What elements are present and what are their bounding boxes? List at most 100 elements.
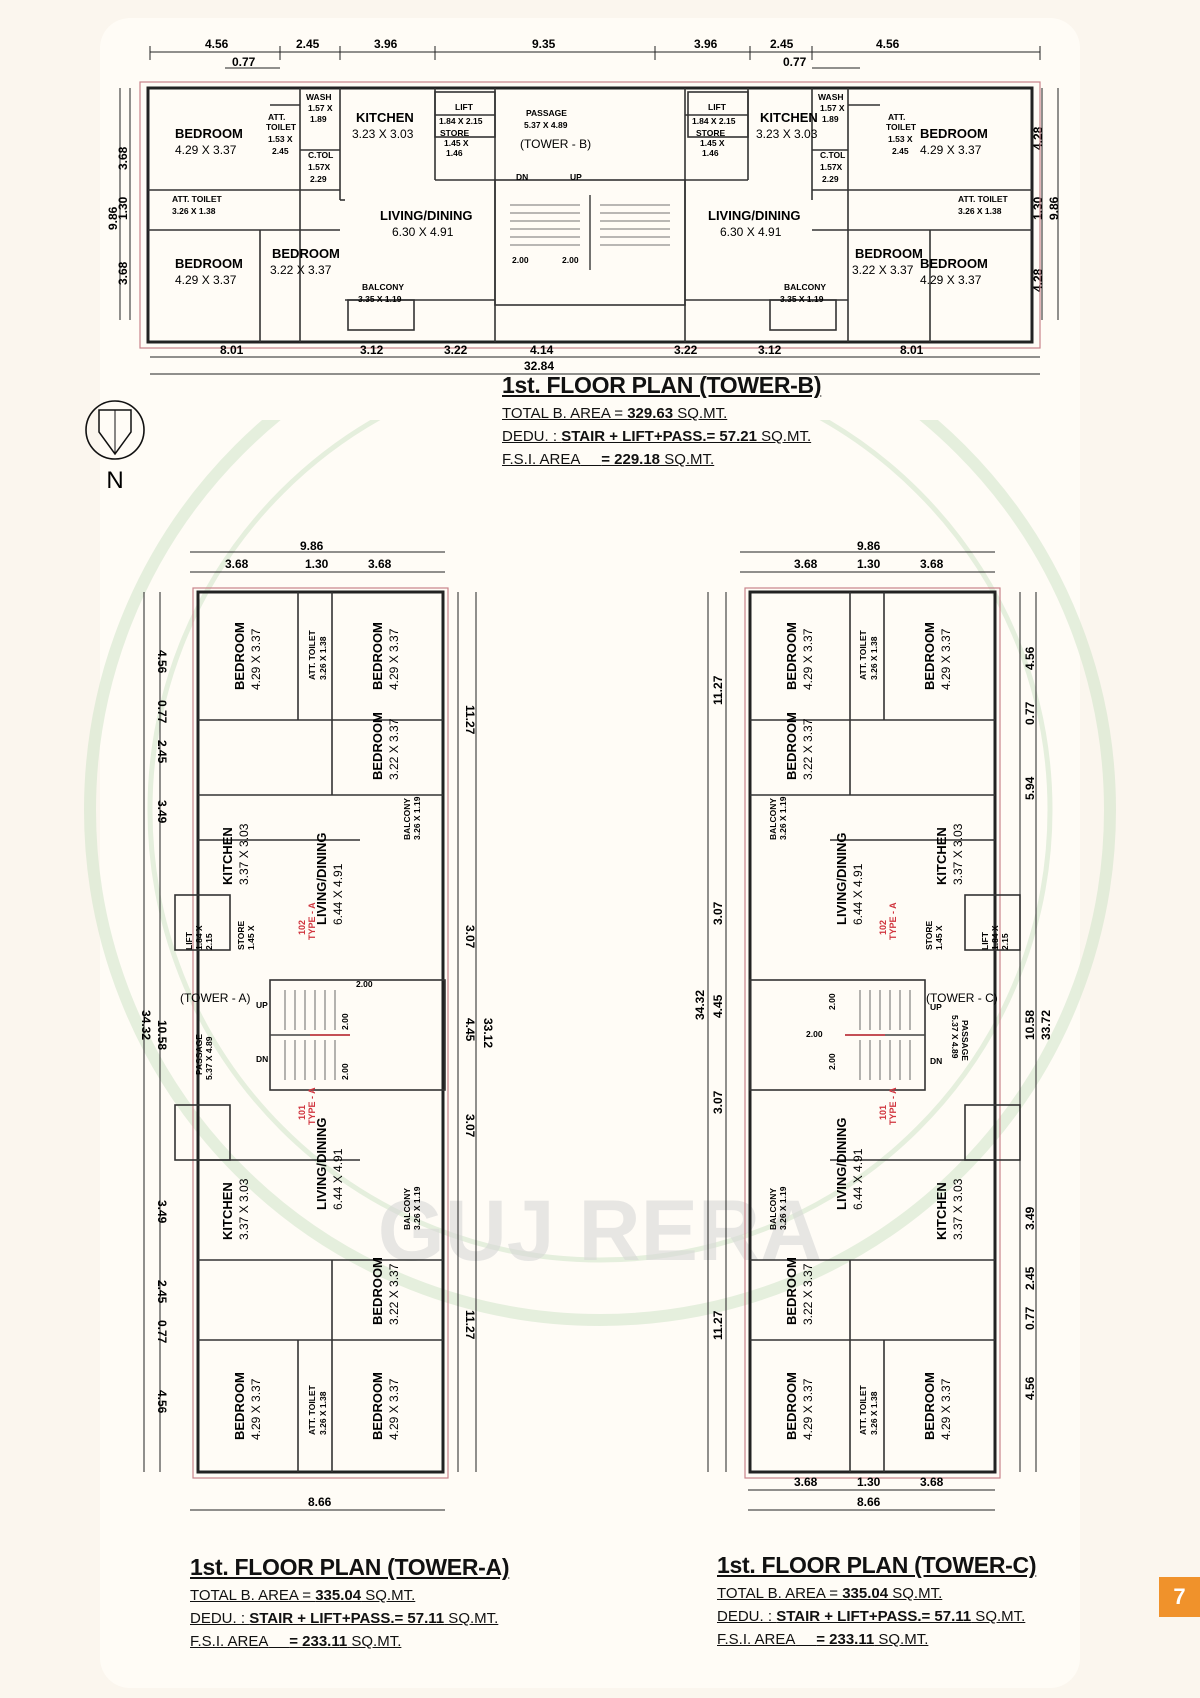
tower-a-fsi-area: F.S.I. AREA = 233.11 SQ.MT. <box>190 1633 509 1650</box>
store-label: STORE <box>924 921 934 950</box>
room-size: 1.53 X <box>888 134 913 144</box>
room-size: 1.57X <box>820 162 843 172</box>
room-size: 1.84 X 2.15 <box>692 116 736 126</box>
unit-number-tag: 101 <box>878 1105 888 1120</box>
unit: SQ.MT. <box>347 1633 402 1650</box>
tower-b-top-dimensions: 4.56 0.77 2.45 3.96 9.35 3.96 2.45 0.77 … <box>149 37 1041 69</box>
dim-text: 10.58 <box>155 1020 169 1050</box>
unit-number-tag: 101 <box>297 1105 307 1120</box>
att-toilet-label: ATT. TOILET <box>307 629 317 680</box>
room-size: 3.26 X 1.19 <box>412 796 422 840</box>
living-label: LIVING/DINING <box>314 833 329 925</box>
room-size: 3.26 X 1.38 <box>869 1391 879 1435</box>
unit-type-tag: TYPE - A <box>888 902 898 940</box>
wash-label: WASH <box>818 92 844 102</box>
tower-a-right-dimensions: 11.27 3.07 4.45 33.12 3.07 11.27 <box>457 592 495 1472</box>
tower-b-plan: 4.56 0.77 2.45 3.96 9.35 3.96 2.45 0.77 … <box>106 37 1061 375</box>
unit: SQ.MT. <box>660 451 715 468</box>
dim-text: 3.68 <box>116 261 130 285</box>
att-toilet-label: ATT. TOILET <box>307 1384 317 1435</box>
dim-text: 3.49 <box>1023 1206 1037 1230</box>
tower-b-walls <box>139 81 1041 349</box>
label: TOTAL B. AREA = <box>717 1585 843 1602</box>
dim-text: 9.86 <box>106 206 120 230</box>
value: = 233.11 <box>816 1631 875 1648</box>
bedroom-label: BEDROOM <box>784 1372 799 1440</box>
kitchen-label: KITCHEN <box>220 827 235 885</box>
tower-c-title-block: 1st. FLOOR PLAN (TOWER-C) TOTAL B. AREA … <box>717 1552 1036 1648</box>
tower-b-fsi-area: F.S.I. AREA = 229.18 SQ.MT. <box>502 451 821 468</box>
room-size: 3.26 X 1.38 <box>172 206 216 216</box>
value: = 229.18 <box>601 451 661 468</box>
att-toilet-label: ATT. <box>268 112 285 122</box>
tower-c-left-dimensions: 11.27 3.07 34.32 4.45 3.07 11.27 <box>693 592 727 1472</box>
dim-text: 34.32 <box>693 990 707 1020</box>
dim-text: 3.49 <box>155 800 169 824</box>
dim-text: 3.68 <box>920 557 944 571</box>
tower-label: (TOWER - C) <box>926 991 998 1005</box>
room-size: 3.37 X 3.03 <box>237 1178 251 1240</box>
stair-dim: 2.00 <box>340 1063 350 1080</box>
label: DEDU. : <box>502 428 562 445</box>
stair-dim: 2.00 <box>512 255 529 265</box>
bedroom-label: BEDROOM <box>922 622 937 690</box>
lift-label: LIFT <box>184 931 194 950</box>
bedroom-label: BEDROOM <box>784 1257 799 1325</box>
tower-a-top-dimensions: 9.86 3.68 1.30 3.68 <box>190 539 445 573</box>
dim-text: 0.77 <box>155 1320 169 1344</box>
room-size: 3.35 X 1.19 <box>358 294 402 304</box>
room-size: 1.45 X <box>444 138 469 148</box>
room-size: 3.37 X 3.03 <box>951 1178 965 1240</box>
bedroom-label: BEDROOM <box>370 712 385 780</box>
tower-c-room-labels: BEDROOM 4.29 X 3.37 BEDROOM 4.29 X 3.37 … <box>768 622 1010 1440</box>
dim-text: 2.45 <box>1023 1266 1037 1290</box>
tower-a-plan: 9.86 3.68 1.30 3.68 <box>139 539 495 1511</box>
tower-c-plan: 9.86 3.68 1.30 3.68 <box>693 539 1053 1511</box>
room-size: 3.37 X 3.03 <box>237 823 251 885</box>
room-size: 1.84 X 2.15 <box>439 116 483 126</box>
tower-c-bottom-dimensions: 3.68 1.30 3.68 8.66 <box>748 1475 995 1511</box>
dim-text: 4.14 <box>530 343 554 357</box>
dim-text: 8.66 <box>308 1495 332 1509</box>
tower-a-stair <box>270 990 350 1080</box>
room-size: 6.30 X 4.91 <box>720 225 782 239</box>
unit: SQ.MT. <box>888 1585 943 1602</box>
room-size: 5.37 X 4.89 <box>524 120 568 130</box>
room-size: 3.22 X 3.37 <box>852 263 914 277</box>
room-size: 4.29 X 3.37 <box>175 273 237 287</box>
room-size: 6.44 X 4.91 <box>331 863 345 925</box>
value: 335.04 <box>315 1587 362 1604</box>
room-size: 4.29 X 3.37 <box>801 628 815 690</box>
lift-label: LIFT <box>708 102 727 112</box>
bedroom-label: BEDROOM <box>175 256 243 271</box>
dim-text: 8.66 <box>857 1495 881 1509</box>
living-label: LIVING/DINING <box>834 833 849 925</box>
dim-text: 1.30 <box>1031 196 1045 220</box>
unit: SQ.MT. <box>673 405 728 422</box>
unit-type-tag: TYPE - A <box>888 1087 898 1125</box>
tower-a-room-labels: BEDROOM 4.29 X 3.37 BEDROOM 4.29 X 3.37 … <box>180 622 422 1440</box>
room-size: 1.45 X <box>934 925 944 950</box>
dim-text: 3.68 <box>794 1475 818 1489</box>
tower-b-deduction: DEDU. : STAIR + LIFT+PASS.= 57.21 SQ.MT. <box>502 428 821 445</box>
value: STAIR + LIFT+PASS. <box>776 1608 922 1625</box>
bedroom-label: BEDROOM <box>272 246 340 261</box>
dim-text: 3.68 <box>920 1475 944 1489</box>
tower-b-left-unit-labels: BEDROOM 4.29 X 3.37 BEDROOM 4.29 X 3.37 … <box>172 92 483 304</box>
unit: SQ.MT. <box>756 428 812 445</box>
unit: SQ.MT. <box>361 1587 416 1604</box>
stair-dim: 2.00 <box>340 1013 350 1030</box>
dim-text: 33.12 <box>481 1018 495 1048</box>
dim-text: 3.12 <box>360 343 384 357</box>
bedroom-label: BEDROOM <box>920 126 988 141</box>
dim-text: 3.07 <box>711 1090 725 1114</box>
dim-text: 3.68 <box>794 557 818 571</box>
unit: SQ.MT. <box>444 1610 499 1627</box>
dim-text: 4.56 <box>155 1390 169 1414</box>
dim-text: 4.28 <box>1031 126 1045 150</box>
dim-text: 2.45 <box>155 1280 169 1304</box>
room-size: 2.29 <box>822 174 839 184</box>
room-size: 3.26 X 1.38 <box>869 636 879 680</box>
room-size: 2.45 <box>892 146 909 156</box>
value: = 233.11 <box>289 1633 348 1650</box>
